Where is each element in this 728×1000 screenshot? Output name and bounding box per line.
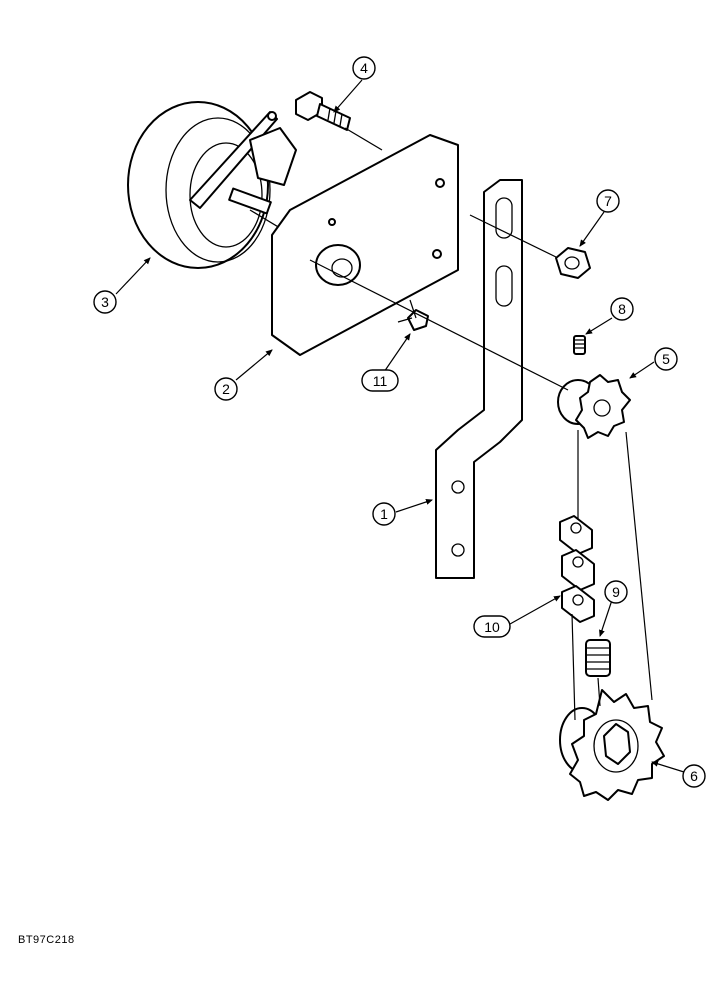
set-screw bbox=[585, 639, 611, 677]
support-bracket bbox=[435, 179, 523, 579]
callout-8: 8 bbox=[610, 297, 634, 321]
roller-chain bbox=[559, 515, 595, 623]
large-sprocket bbox=[559, 689, 665, 801]
callout-label: 2 bbox=[222, 381, 230, 397]
callout-6: 6 bbox=[682, 764, 706, 788]
callout-2: 2 bbox=[214, 377, 238, 401]
bolt bbox=[295, 91, 351, 131]
callout-11: 11 bbox=[361, 369, 399, 392]
callout-7: 7 bbox=[596, 189, 620, 213]
callout-label: 8 bbox=[618, 301, 626, 317]
callout-9: 9 bbox=[604, 580, 628, 604]
callout-leaders bbox=[115, 79, 685, 773]
small-sprocket bbox=[557, 374, 631, 439]
mounting-plate bbox=[271, 134, 459, 356]
callout-label: 10 bbox=[484, 619, 500, 635]
callout-3: 3 bbox=[93, 290, 117, 314]
callout-4: 4 bbox=[352, 56, 376, 80]
callout-5: 5 bbox=[654, 347, 678, 371]
callout-label: 7 bbox=[604, 193, 612, 209]
nut bbox=[555, 247, 591, 279]
callout-label: 4 bbox=[360, 60, 368, 76]
wheel-assembly bbox=[127, 101, 301, 269]
callout-1: 1 bbox=[372, 502, 396, 526]
callout-label: 5 bbox=[662, 351, 670, 367]
callout-label: 3 bbox=[101, 294, 109, 310]
small-bolt bbox=[397, 309, 429, 331]
callout-label: 1 bbox=[380, 506, 388, 522]
figure-id: BT97C218 bbox=[18, 934, 75, 946]
callout-label: 6 bbox=[690, 768, 698, 784]
assembly-lines bbox=[309, 127, 653, 721]
callout-label: 11 bbox=[373, 373, 388, 389]
small-set-screw bbox=[573, 335, 586, 355]
callout-10: 10 bbox=[473, 615, 511, 638]
callout-label: 9 bbox=[612, 584, 620, 600]
